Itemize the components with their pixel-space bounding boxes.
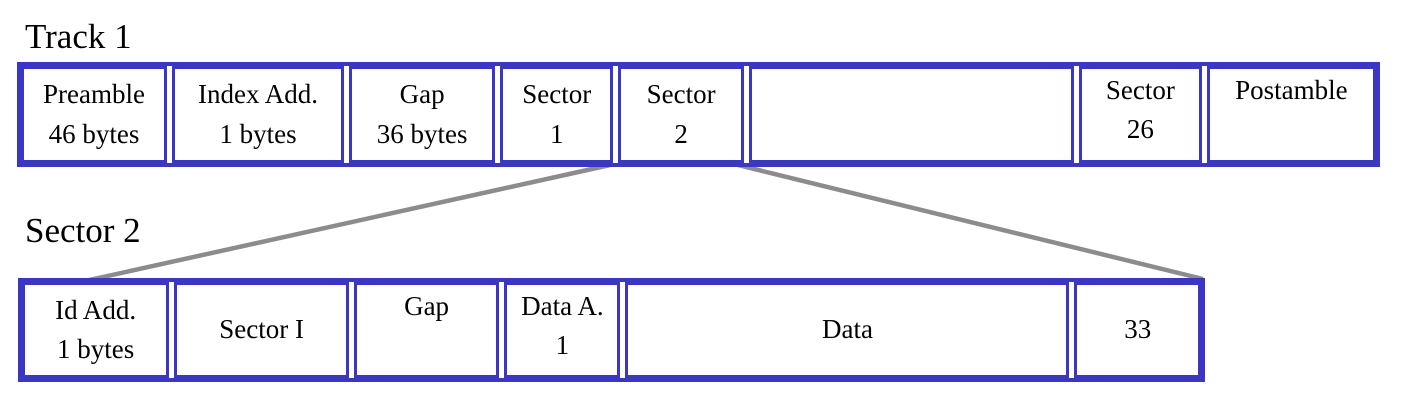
cell-text: Index Add. xyxy=(198,79,319,110)
zoom-line-right xyxy=(737,162,1204,282)
cell-text: Data A. xyxy=(521,291,604,321)
track-cell-preamble: Preamble 46 bytes xyxy=(21,66,167,163)
cell-text: Sector xyxy=(646,79,716,110)
sector-cell-gap: Gap xyxy=(353,282,500,378)
cell-text: Data xyxy=(821,314,873,345)
sector-row: Id Add. 1 bytes Sector I Gap Data A. 1 D… xyxy=(18,278,1205,382)
cell-text: 1 xyxy=(555,330,570,361)
cell-text: Gap xyxy=(399,79,445,110)
track-cell-gap: Gap 36 bytes xyxy=(349,66,496,163)
cell-text: Id Add. xyxy=(55,294,137,325)
cell-text: Sector xyxy=(522,79,592,110)
cell-text: Postamble xyxy=(1235,75,1348,105)
cell-text: 1 bytes xyxy=(219,118,297,149)
track-row: Preamble 46 bytes Index Add. 1 bytes Gap… xyxy=(17,62,1380,167)
cell-text: 26 xyxy=(1126,114,1154,145)
cell-text: Preamble xyxy=(43,79,145,110)
track-cell-index-address: Index Add. 1 bytes xyxy=(171,66,345,163)
sector-cell-checksum: 33 xyxy=(1074,282,1201,378)
track-label: Track 1 xyxy=(25,17,132,56)
track-cell-sector-1: Sector 1 xyxy=(500,66,614,163)
track-cell-elided-sectors xyxy=(748,66,1075,163)
track-cell-sector-2: Sector 2 xyxy=(618,66,744,163)
cell-text: 1 xyxy=(549,118,564,149)
cell-text: 2 xyxy=(674,118,688,149)
cell-text: Gap xyxy=(404,291,450,321)
cell-text: 36 bytes xyxy=(376,118,468,149)
cell-text: 33 xyxy=(1124,314,1152,345)
cell-text: Sector xyxy=(1105,75,1175,105)
sector-cell-sector-id: Sector I xyxy=(174,282,349,378)
cell-text: 46 bytes xyxy=(48,118,140,149)
zoom-line-left xyxy=(84,162,611,284)
track-cell-postamble: Postamble xyxy=(1206,66,1376,163)
sector-label: Sector 2 xyxy=(25,211,141,250)
cell-text: Sector I xyxy=(219,314,304,345)
sector-cell-id-address: Id Add. 1 bytes xyxy=(22,282,170,378)
sector-cell-data-address: Data A. 1 xyxy=(504,282,621,378)
cell-text: 1 bytes xyxy=(57,334,135,364)
sector-cell-data: Data xyxy=(625,282,1070,378)
track-cell-sector-26: Sector 26 xyxy=(1079,66,1202,163)
